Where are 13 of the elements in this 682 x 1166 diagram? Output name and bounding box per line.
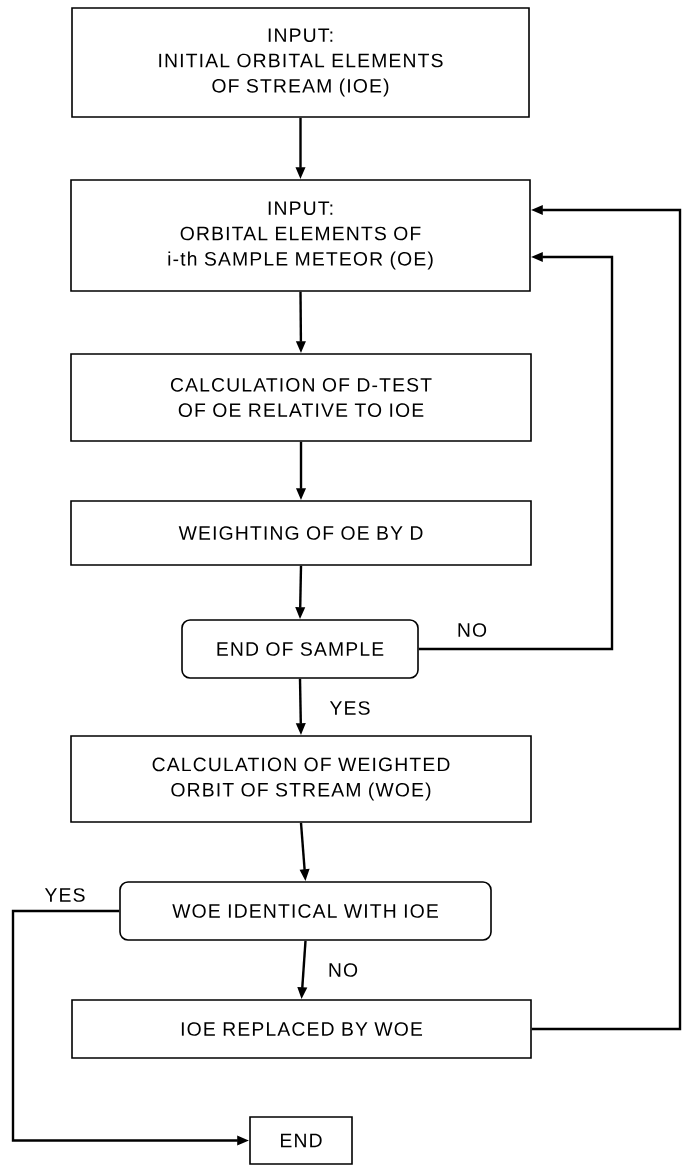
edge-label: NO [455, 621, 489, 639]
decision-box: WOE IDENTICAL WITH IOE [119, 881, 492, 941]
process-box: INPUT: ORBITAL ELEMENTS OF i-th SAMPLE METEOR (OE) [70, 179, 531, 292]
process-box: IOE REPLACED BY WOE [71, 999, 532, 1059]
edge-label: NO [326, 961, 360, 979]
process-box: INPUT: INITIAL ORBITAL ELEMENTS OF STREAM (IOE) [71, 7, 530, 118]
terminal-box: END [249, 1116, 353, 1165]
process-box: WEIGHTING OF OE BY D [70, 500, 532, 566]
decision-box: END OF SAMPLE [181, 619, 419, 679]
edge-label: YES [328, 699, 372, 717]
edge-label: YES [43, 886, 87, 904]
process-box: CALCULATION OF D-TEST OF OE RELATIVE TO IOE [70, 353, 532, 442]
process-box: CALCULATION OF WEIGHTED ORBIT OF STREAM (WOE) [70, 735, 532, 823]
